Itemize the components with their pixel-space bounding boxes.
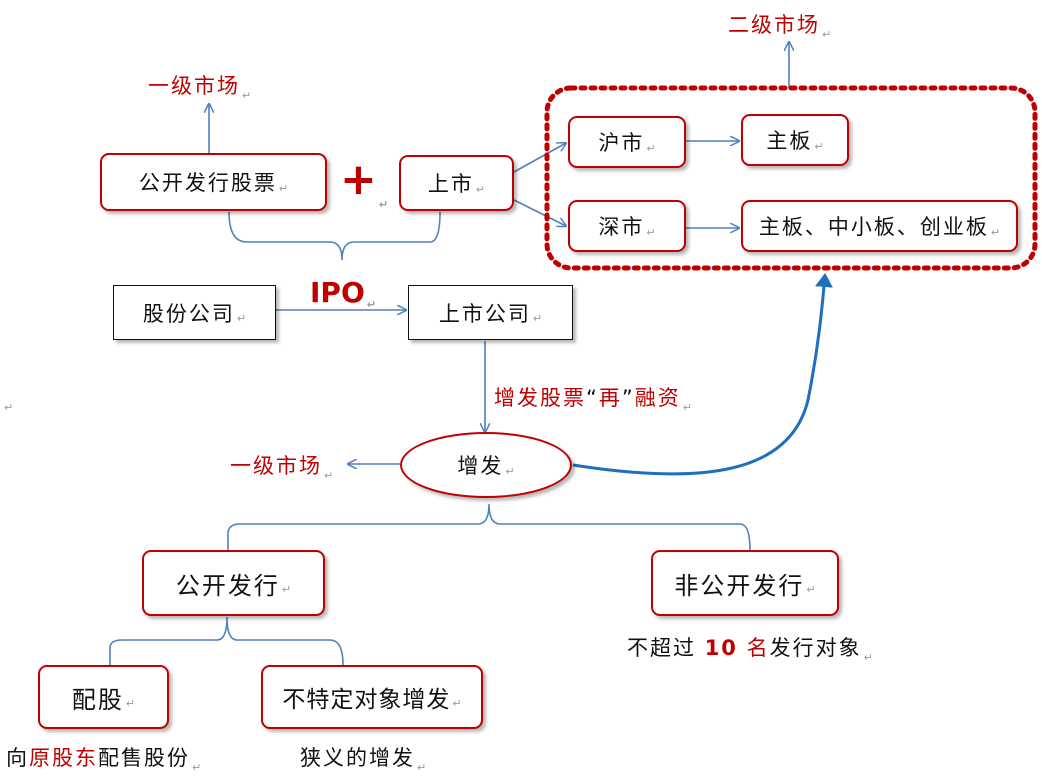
main-board-box[interactable]: 主板↵ <box>741 114 849 166</box>
joint-stock-company-box[interactable]: 股份公司↵ <box>113 285 276 340</box>
primary-market-left-label: 一级市场↵ <box>230 450 336 482</box>
narrow-note: 狭义的增发↵ <box>300 742 429 774</box>
stray-paragraph-mark: ↵ <box>2 392 15 416</box>
shenzhen-boards-label: 主板、中小板、创业板 <box>758 215 989 239</box>
ipo-label: IPO↵ <box>310 276 376 311</box>
rights-note-before: 向 <box>6 746 29 770</box>
paragraph-mark: ↵ <box>475 182 486 196</box>
shanghai-label: 沪市 <box>598 131 645 155</box>
joint-stock-company-label: 股份公司 <box>142 301 235 326</box>
primary-market-top-text: 一级市场 <box>148 74 240 98</box>
secondary-market-text: 二级市场 <box>728 13 820 37</box>
paragraph-mark: ↵ <box>682 401 694 414</box>
public-offering-box[interactable]: 公开发行↵ <box>142 550 325 616</box>
paragraph-mark: ↵ <box>236 312 247 325</box>
paragraph-mark: ↵ <box>281 582 292 596</box>
paragraph-mark: ↵ <box>863 651 875 664</box>
paragraph-mark: ↵ <box>646 225 656 239</box>
refinancing-quote-close: ” <box>621 386 635 410</box>
shenzhen-boards-box[interactable]: 主板、中小板、创业板↵ <box>741 200 1018 252</box>
paragraph-mark: ↵ <box>990 225 1001 239</box>
non-public-note-before: 不超过 <box>627 636 705 660</box>
listing-label: 上市 <box>427 172 474 196</box>
shanghai-box[interactable]: 沪市↵ <box>568 116 686 168</box>
paragraph-mark: ↵ <box>324 469 336 482</box>
non-public-note: 不超过 10 名发行对象↵ <box>627 632 875 664</box>
rights-note-after: 配售股份 <box>98 746 190 770</box>
paragraph-mark: ↵ <box>814 139 824 153</box>
refinancing-middle: 再 <box>598 386 622 410</box>
brace-ipo <box>228 211 441 261</box>
shenzhen-label: 深市 <box>598 215 645 239</box>
non-public-offering-label: 非公开发行 <box>674 571 805 600</box>
public-issue-stock-label: 公开发行股票 <box>138 171 277 195</box>
paragraph-mark: ↵ <box>646 141 656 155</box>
paragraph-mark: ↵ <box>417 761 429 774</box>
public-offering-label: 公开发行 <box>175 571 280 600</box>
non-public-offering-box[interactable]: 非公开发行↵ <box>651 550 839 616</box>
rights-issue-label: 配股 <box>71 685 124 714</box>
refinancing-before: 增发股票 <box>494 386 586 410</box>
non-public-note-number: 10 <box>704 636 738 660</box>
ipo-text: IPO <box>310 276 365 309</box>
primary-market-left-text: 一级市场 <box>230 454 322 478</box>
paragraph-mark: ↵ <box>806 582 816 596</box>
paragraph-mark: ↵ <box>505 464 515 478</box>
refinancing-quote-open: “ <box>586 386 599 410</box>
main-board-label: 主板 <box>766 129 813 153</box>
unspecific-issue-label: 不特定对象增发 <box>282 687 451 713</box>
non-public-note-unit: 名 <box>737 636 770 660</box>
paragraph-mark: ↵ <box>192 761 204 774</box>
rights-note: 向原股东配售股份↵ <box>6 742 204 774</box>
additional-issue-ellipse[interactable]: 增发↵ <box>400 432 572 498</box>
refinancing-after: 融资 <box>634 386 681 410</box>
paragraph-mark: ↵ <box>125 696 136 710</box>
shenzhen-box[interactable]: 深市↵ <box>568 200 686 252</box>
arrow-listing-to-shanghai <box>513 143 566 173</box>
plus-sign: +↵ <box>340 158 388 213</box>
rights-note-highlight: 原股东 <box>29 746 98 770</box>
arrow-listing-to-shenzhen <box>513 199 566 226</box>
narrow-note-text: 狭义的增发 <box>300 746 415 770</box>
secondary-market-label: 二级市场↵ <box>728 9 834 41</box>
curve-additional-to-secondary <box>572 273 833 476</box>
paragraph-mark: ↵ <box>822 28 834 41</box>
paragraph-mark: ↵ <box>278 181 289 195</box>
plus-sign-text: + <box>340 154 377 205</box>
brace-additional <box>227 503 751 551</box>
paragraph-mark: ↵ <box>4 401 16 414</box>
paragraph-mark: ↵ <box>452 696 462 710</box>
primary-market-top-label: 一级市场↵ <box>148 70 254 102</box>
additional-issue-label: 增发 <box>457 454 504 478</box>
rights-issue-box[interactable]: 配股↵ <box>38 665 169 729</box>
listing-box[interactable]: 上市↵ <box>399 155 514 211</box>
listed-company-label: 上市公司 <box>438 301 531 326</box>
brace-public-offering <box>109 616 344 666</box>
listed-company-box[interactable]: 上市公司↵ <box>408 285 573 340</box>
unspecific-issue-box[interactable]: 不特定对象增发↵ <box>261 665 483 729</box>
paragraph-mark: ↵ <box>532 312 543 325</box>
paragraph-mark: ↵ <box>242 89 254 102</box>
paragraph-mark: ↵ <box>366 298 376 311</box>
public-issue-stock-box[interactable]: 公开发行股票↵ <box>100 153 327 211</box>
refinancing-label: 增发股票“再”融资↵ <box>494 382 694 414</box>
secondary-market-group <box>544 85 1038 271</box>
non-public-note-after: 发行对象 <box>769 636 862 660</box>
paragraph-mark: ↵ <box>378 198 389 211</box>
